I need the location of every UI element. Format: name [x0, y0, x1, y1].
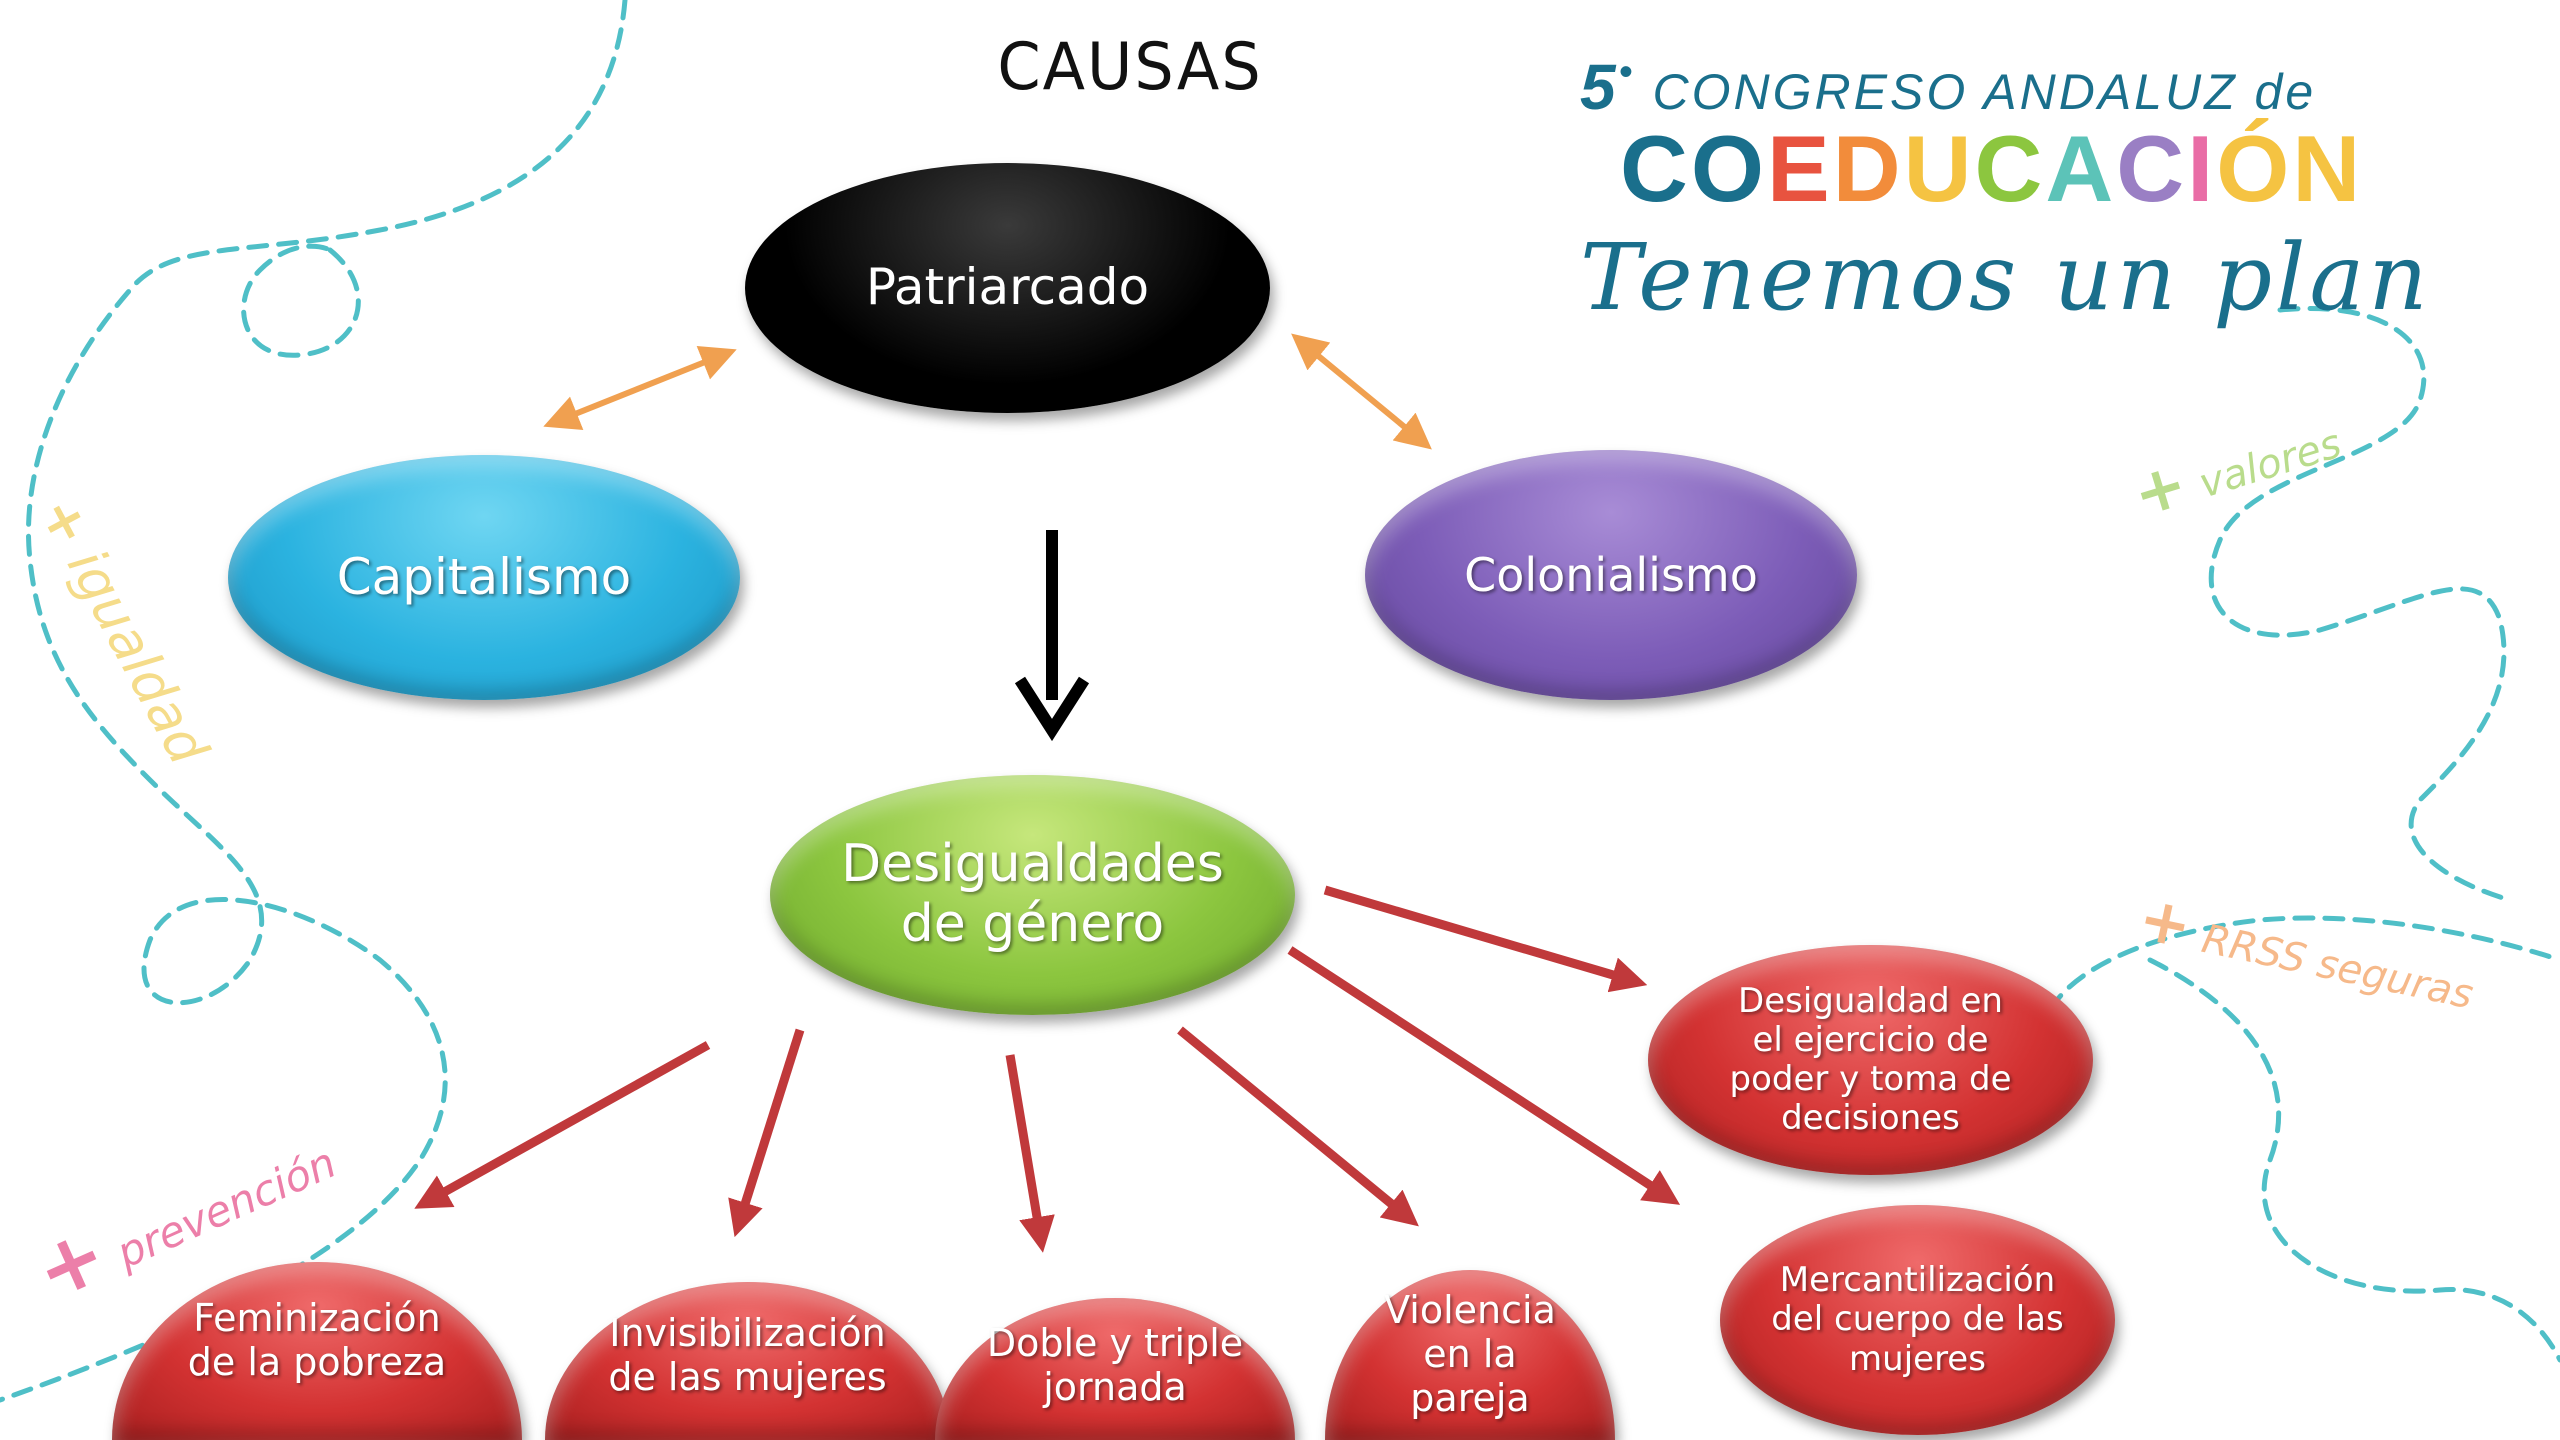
brand-letter: C — [2116, 116, 2188, 221]
congress-logo: 5• CONGRESO ANDALUZ de COEDUCACIÓN Tenem… — [1580, 50, 2510, 331]
brand-letter: D — [1832, 116, 1904, 221]
brand-line-coeducacion: COEDUCACIÓN — [1620, 122, 2510, 216]
dashed-curve-right — [2208, 306, 2513, 903]
brand-letter: A — [2045, 116, 2117, 221]
node-colonialismo: Colonialismo — [1365, 450, 1857, 700]
arrow-to-violencia — [1177, 1026, 1419, 1227]
arrow-patriarcado-capitalismo — [543, 345, 737, 431]
arrow-patriarcado-colonialismo — [1291, 333, 1432, 450]
page-title: CAUSAS — [997, 28, 1263, 105]
arrow-to-doble-triple — [1005, 1054, 1055, 1253]
brand-letter: O — [1690, 116, 1768, 221]
brand-line-slogan: Tenemos un plan — [1580, 224, 2432, 331]
node-desigualdades-genero: Desigualdades de género — [770, 775, 1295, 1015]
brand-letter: U — [1903, 116, 1975, 221]
arrow-head-down-icon — [1014, 676, 1090, 742]
node-patriarcado: Patriarcado — [745, 163, 1270, 413]
dashed-loop-top-left — [241, 243, 361, 358]
node-doble-triple-jornada: Doble y triple jornada — [935, 1298, 1295, 1440]
dashed-curve-bottom-right-2 — [2147, 957, 2560, 1363]
brand-line-congress: 5• CONGRESO ANDALUZ de — [1580, 50, 2317, 123]
node-capitalismo: Capitalismo — [228, 455, 740, 700]
node-mercantilizacion: Mercantilización del cuerpo de las mujer… — [1720, 1205, 2115, 1435]
node-desigualdad-poder: Desigualdad en el ejercicio de poder y t… — [1648, 945, 2093, 1175]
arrow-to-mercantilizacion — [1287, 946, 1681, 1205]
double-arrows — [543, 333, 1432, 450]
dashed-curve-bottom-right — [2047, 915, 2560, 1013]
arrow-to-desigualdad-poder — [1323, 885, 1648, 993]
brand-letter: C — [1620, 116, 1691, 221]
arrow-to-feminizacion — [414, 1041, 711, 1209]
brand-letter: C — [1974, 116, 2046, 221]
brand-letter: N — [2292, 116, 2364, 221]
brand-letter: Ó — [2216, 116, 2293, 221]
brand-letter: E — [1767, 116, 1833, 221]
dashed-curve-top-left — [0, 0, 628, 1403]
main-arrow — [1014, 530, 1090, 742]
effect-arrows — [414, 885, 1681, 1253]
brand-letter: I — [2187, 116, 2217, 221]
arrow-to-invisibilizacion — [728, 1028, 805, 1238]
